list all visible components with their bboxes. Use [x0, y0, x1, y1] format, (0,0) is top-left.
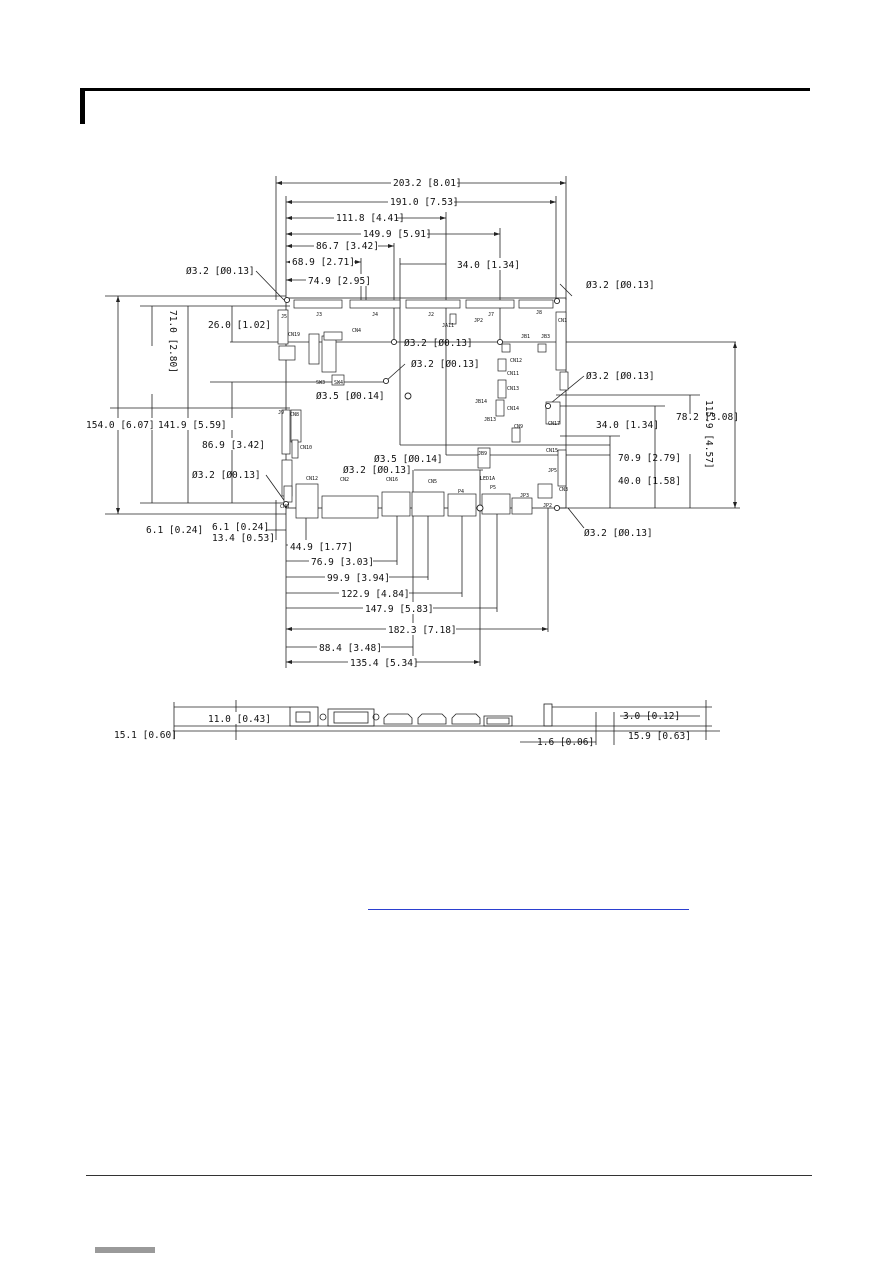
- board-outline: [285, 297, 567, 509]
- svg-text:J7: J7: [488, 312, 494, 318]
- svg-text:CN12: CN12: [510, 358, 522, 364]
- side-dim-1-6: 1.6 [0.06]: [537, 737, 594, 748]
- header-marker: [80, 88, 85, 124]
- svg-text:CN14: CN14: [507, 406, 519, 412]
- side-dim-11-0: 11.0 [0.43]: [208, 714, 271, 725]
- svg-text:P5: P5: [490, 485, 496, 491]
- side-dim-3-0: 3.0 [0.12]: [623, 711, 680, 722]
- svg-text:J5: J5: [281, 314, 287, 320]
- svg-text:CN15: CN15: [546, 448, 558, 454]
- hole-label-inner: Ø3.2 [Ø0.13]: [411, 359, 480, 370]
- svg-text:J4: J4: [372, 312, 378, 318]
- svg-text:CN6: CN6: [280, 504, 289, 510]
- dim-115-9: 115.9 [4.57]: [703, 400, 714, 469]
- dim-78-2: 78.2 [3.08]: [676, 412, 739, 423]
- dim-74-9: 74.9 [2.95]: [308, 276, 371, 287]
- footer-rule: [86, 1175, 812, 1176]
- svg-text:LED1A: LED1A: [480, 476, 495, 482]
- svg-text:CN12: CN12: [306, 476, 318, 482]
- hole-label-bot: Ø3.2 [Ø0.13]: [343, 465, 412, 476]
- svg-text:JB3: JB3: [541, 334, 550, 340]
- svg-text:J2: J2: [428, 312, 434, 318]
- svg-text:CN9: CN9: [514, 424, 523, 430]
- dim-34-0-top: 34.0 [1.34]: [457, 260, 520, 271]
- hole-label-mid: Ø3.2 [Ø0.13]: [404, 338, 473, 349]
- dim-86-9: 86.9 [3.42]: [202, 440, 265, 451]
- dim-6-1-a: 6.1 [0.24]: [146, 525, 203, 536]
- svg-text:CN16: CN16: [386, 477, 398, 483]
- hole-label-d35-b: Ø3.5 [Ø0.14]: [374, 454, 443, 465]
- dim-154-0: 154.0 [6.07]: [86, 420, 155, 431]
- dim-111-8: 111.8 [4.41]: [336, 213, 405, 224]
- svg-text:J3: J3: [316, 312, 322, 318]
- hole-label-tl: Ø3.2 [Ø0.13]: [186, 266, 255, 277]
- svg-text:JB1: JB1: [521, 334, 530, 340]
- side-dim-15-9: 15.9 [0.63]: [628, 731, 691, 742]
- dim-6-1-b: 6.1 [0.24]: [212, 522, 269, 533]
- dim-26-0: 26.0 [1.02]: [208, 320, 271, 331]
- svg-text:CN17: CN17: [548, 421, 560, 427]
- svg-text:JP3: JP3: [520, 493, 529, 499]
- hyperlink-underline[interactable]: [368, 909, 689, 910]
- svg-text:CN10: CN10: [300, 445, 312, 451]
- dim-182-3: 182.3 [7.18]: [388, 625, 457, 636]
- svg-text:J8: J8: [536, 310, 542, 316]
- hole-label-tr: Ø3.2 [Ø0.13]: [586, 280, 655, 291]
- svg-text:JP2: JP2: [474, 318, 483, 324]
- dim-99-9: 99.9 [3.94]: [327, 573, 390, 584]
- svg-text:J9: J9: [278, 410, 284, 416]
- svg-text:JB14: JB14: [475, 399, 487, 405]
- hole-label-right: Ø3.2 [Ø0.13]: [586, 371, 655, 382]
- dim-135-4: 135.4 [5.34]: [350, 658, 419, 669]
- dim-34-0-right: 34.0 [1.34]: [596, 420, 659, 431]
- svg-text:CN5: CN5: [428, 479, 437, 485]
- svg-text:CN3: CN3: [559, 487, 568, 493]
- svg-text:P4: P4: [458, 489, 464, 495]
- svg-text:CN11: CN11: [507, 371, 519, 377]
- hole-label-bl: Ø3.2 [Ø0.13]: [192, 470, 261, 481]
- svg-text:CN8: CN8: [290, 412, 299, 418]
- svg-text:CN1: CN1: [558, 318, 567, 324]
- dim-122-9: 122.9 [4.84]: [341, 589, 410, 600]
- dim-149-9: 149.9 [5.91]: [363, 229, 432, 240]
- dim-88-4: 88.4 [3.48]: [319, 643, 382, 654]
- page-tab: [95, 1247, 155, 1253]
- section-header-bar: [80, 88, 810, 124]
- dim-203-2: 203.2 [8.01]: [393, 178, 462, 189]
- dim-40-0: 40.0 [1.58]: [618, 476, 681, 487]
- svg-text:CN2: CN2: [340, 477, 349, 483]
- dim-191-0: 191.0 [7.53]: [390, 197, 459, 208]
- dim-71-0: 71.0 [2.80]: [167, 310, 178, 373]
- hole-label-br: Ø3.2 [Ø0.13]: [584, 528, 653, 539]
- hole-label-d35-a: Ø3.5 [Ø0.14]: [316, 391, 385, 402]
- header-rule: [80, 88, 810, 91]
- svg-text:JP5: JP5: [548, 468, 557, 474]
- side-dim-15-1: 15.1 [0.60]: [114, 730, 177, 741]
- dim-68-9: 68.9 [2.71]: [292, 257, 355, 268]
- svg-text:JB9: JB9: [478, 451, 487, 457]
- svg-text:JP2: JP2: [543, 503, 552, 509]
- dim-76-9: 76.9 [3.03]: [311, 557, 374, 568]
- dim-44-9: 44.9 [1.77]: [290, 542, 353, 553]
- svg-text:JB13: JB13: [484, 417, 496, 423]
- dim-141-9: 141.9 [5.59]: [158, 420, 227, 431]
- dim-70-9: 70.9 [2.79]: [618, 453, 681, 464]
- dim-147-9: 147.9 [5.83]: [365, 604, 434, 615]
- dim-86-7: 86.7 [3.42]: [316, 241, 379, 252]
- svg-text:SW4: SW4: [334, 380, 343, 386]
- svg-text:CN13: CN13: [507, 386, 519, 392]
- svg-text:JA11: JA11: [442, 323, 454, 329]
- svg-text:SW3: SW3: [316, 380, 325, 386]
- dim-13-4: 13.4 [0.53]: [212, 533, 275, 544]
- svg-text:CN19: CN19: [288, 332, 300, 338]
- svg-text:CN4: CN4: [352, 328, 361, 334]
